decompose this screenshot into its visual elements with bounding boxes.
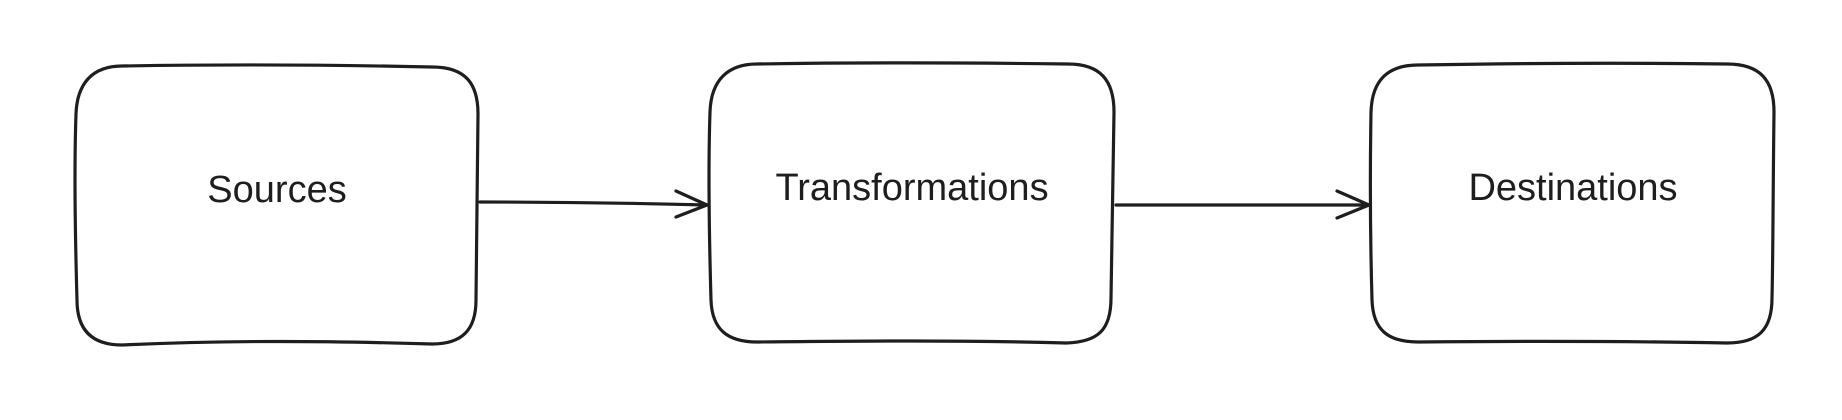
node-destinations-box bbox=[1368, 61, 1776, 345]
node-sources-box bbox=[73, 63, 480, 347]
edge-sources-to-transformations bbox=[478, 189, 709, 219]
node-sources: Sources bbox=[73, 63, 480, 347]
edge-sources-to-transformations-arrowhead bbox=[674, 189, 709, 219]
node-destinations: Destinations bbox=[1368, 61, 1776, 345]
node-sources-label: Sources bbox=[207, 169, 346, 211]
edge-transformations-to-destinations-arrowhead bbox=[1335, 189, 1371, 220]
node-transformations: Transformations bbox=[707, 61, 1116, 345]
node-transformations-box bbox=[707, 61, 1116, 345]
node-transformations-label: Transformations bbox=[775, 167, 1048, 209]
edge-transformations-to-destinations bbox=[1114, 189, 1371, 220]
edge-sources-to-transformations-line bbox=[478, 200, 709, 207]
node-destinations-label: Destinations bbox=[1468, 167, 1677, 209]
